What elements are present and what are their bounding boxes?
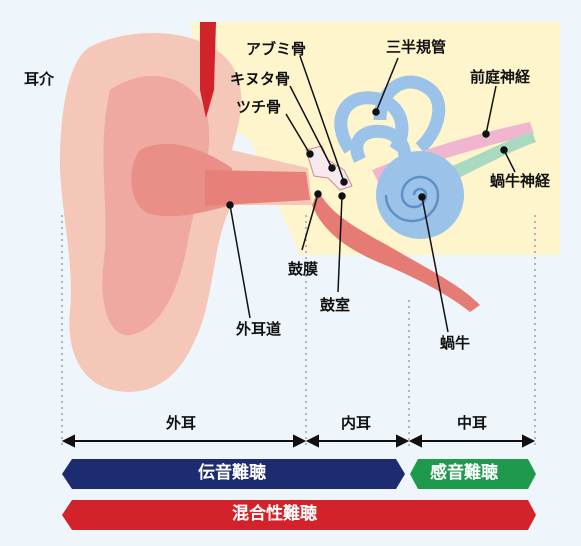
artery-strip (200, 22, 216, 118)
mixed-hearing-loss-label: 混合性難聴 (232, 504, 317, 524)
cochlea-spiral (384, 175, 440, 223)
section-dividers (61, 215, 536, 448)
stapes-label: アブミ骨 (246, 40, 307, 58)
mixed-band (62, 500, 536, 530)
cochlea-label: 蝸牛 (440, 334, 471, 352)
sensorineural-band (410, 459, 536, 489)
auricle-label: 耳介 (24, 70, 55, 88)
conductive-hearing-loss-label: 伝音難聴 (198, 463, 266, 483)
semicircular-canals-label: 三半規管 (386, 38, 447, 56)
cochlear-nerve-label: 蝸牛神経 (490, 172, 551, 190)
leader-lines (226, 55, 516, 333)
sensorineural-hearing-loss-label: 感音難聴 (430, 463, 498, 483)
external-canal-label: 外耳道 (236, 320, 282, 338)
external-canal-shape (205, 170, 310, 206)
outer-ear-label: 外耳 (166, 414, 197, 432)
incus-label: キヌタ骨 (230, 70, 291, 88)
vestibular-nerve-label: 前庭神経 (470, 68, 531, 86)
inner-ear-label: 内耳 (341, 414, 372, 432)
malleus-label: ツチ骨 (236, 98, 282, 116)
eardrum-label: 鼓膜 (288, 260, 319, 278)
middle-ear-label: 中耳 (457, 414, 488, 432)
tympanic-cavity-label: 鼓室 (320, 296, 351, 314)
segment-arrows (61, 434, 536, 448)
conductive-band (62, 459, 405, 489)
